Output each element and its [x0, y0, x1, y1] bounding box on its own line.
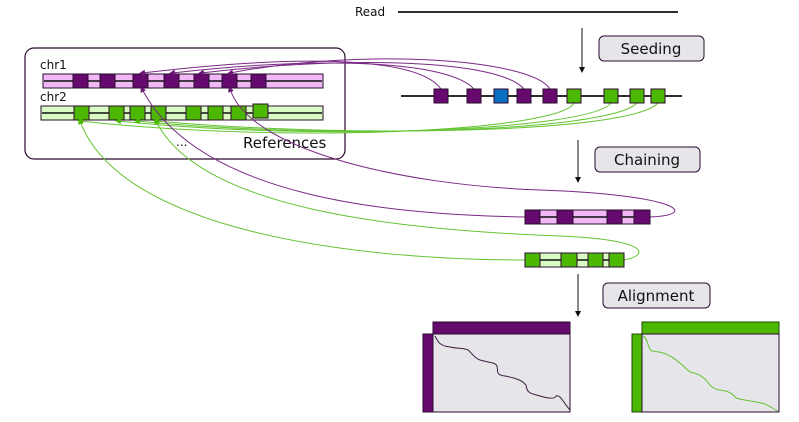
- chain-seed: [560, 252, 578, 268]
- step-seeding-box: [598, 35, 705, 62]
- chr2-seed: [73, 105, 90, 121]
- chain-seed: [587, 252, 604, 268]
- chr1-seed: [132, 73, 149, 89]
- chr1-seed: [193, 73, 210, 89]
- chain-seed: [556, 209, 574, 225]
- chain-seed: [524, 252, 541, 268]
- alignment-matrix-purple: [422, 321, 571, 413]
- chr2-seed: [207, 105, 224, 121]
- chr1-seed: [99, 73, 116, 89]
- matrix-top-bar: [432, 321, 571, 335]
- read-seed-green: [603, 88, 619, 104]
- purple-link: [227, 58, 551, 90]
- read-seed-purple: [466, 88, 482, 104]
- step-seeding-label: Seeding: [621, 40, 682, 58]
- step-alignment-label: Alignment: [618, 287, 695, 305]
- references-label: References: [243, 134, 327, 152]
- alignment-path: [434, 335, 571, 411]
- green-chain-link: [78, 118, 526, 261]
- chain-seed: [608, 252, 625, 268]
- purple-chain-link: [140, 86, 526, 218]
- chr2-track: [40, 103, 324, 121]
- purple-link: [198, 62, 525, 90]
- matrix-side-bar: [631, 333, 643, 413]
- chr2-seed: [129, 105, 146, 121]
- purple-chain-link: [228, 86, 676, 218]
- green-link: [115, 102, 612, 133]
- chr2-seed: [252, 103, 269, 119]
- chr2-seed: [185, 105, 202, 121]
- read-seed-purple: [542, 88, 558, 104]
- chain-seed: [606, 209, 623, 225]
- chr2-seed: [108, 105, 125, 121]
- matrix-area: [641, 333, 780, 413]
- read-seed-purple: [433, 88, 449, 104]
- chr1-seed: [250, 73, 267, 89]
- step-alignment-box: [602, 282, 711, 309]
- references-panel: chr1 chr2 ... References: [24, 47, 346, 160]
- read-label: Read: [355, 5, 385, 19]
- references-frame: [24, 47, 346, 160]
- ellipsis-label: ...: [176, 135, 187, 149]
- read-seed-green: [650, 88, 666, 104]
- step-chaining-label: Chaining: [614, 151, 680, 169]
- read-seed-blue: [493, 88, 509, 104]
- matrix-area: [432, 333, 571, 413]
- chr2-seed: [150, 105, 167, 121]
- read-seed-purple: [516, 88, 532, 104]
- seed-links: [77, 58, 676, 261]
- green-chain-link: [154, 118, 640, 261]
- purple-chain: [524, 209, 651, 225]
- read-seeds: [433, 88, 666, 104]
- chr1-seed: [163, 73, 180, 89]
- green-chain: [524, 252, 625, 268]
- step-seeding: Seeding: [598, 35, 705, 62]
- read-seed-green: [566, 88, 582, 104]
- chain-seed: [633, 209, 651, 225]
- step-alignment: Alignment: [602, 282, 711, 309]
- matrix-top-bar: [641, 321, 780, 335]
- chr1-track: [42, 73, 324, 89]
- chr1-seed: [72, 73, 89, 89]
- chr2-label: chr2: [40, 90, 67, 104]
- chr2-seed: [230, 105, 247, 121]
- matrix-side-bar: [422, 333, 434, 413]
- chr1-seed: [221, 73, 238, 89]
- step-chaining-box: [594, 146, 701, 173]
- green-link: [153, 102, 659, 132]
- purple-link: [169, 62, 475, 90]
- read-seed-green: [629, 88, 645, 104]
- alignment-matrix-green: [631, 321, 780, 413]
- chr1-label: chr1: [40, 58, 67, 72]
- alignment-path: [642, 335, 779, 412]
- step-chaining: Chaining: [594, 146, 701, 173]
- chain-seed: [524, 209, 541, 225]
